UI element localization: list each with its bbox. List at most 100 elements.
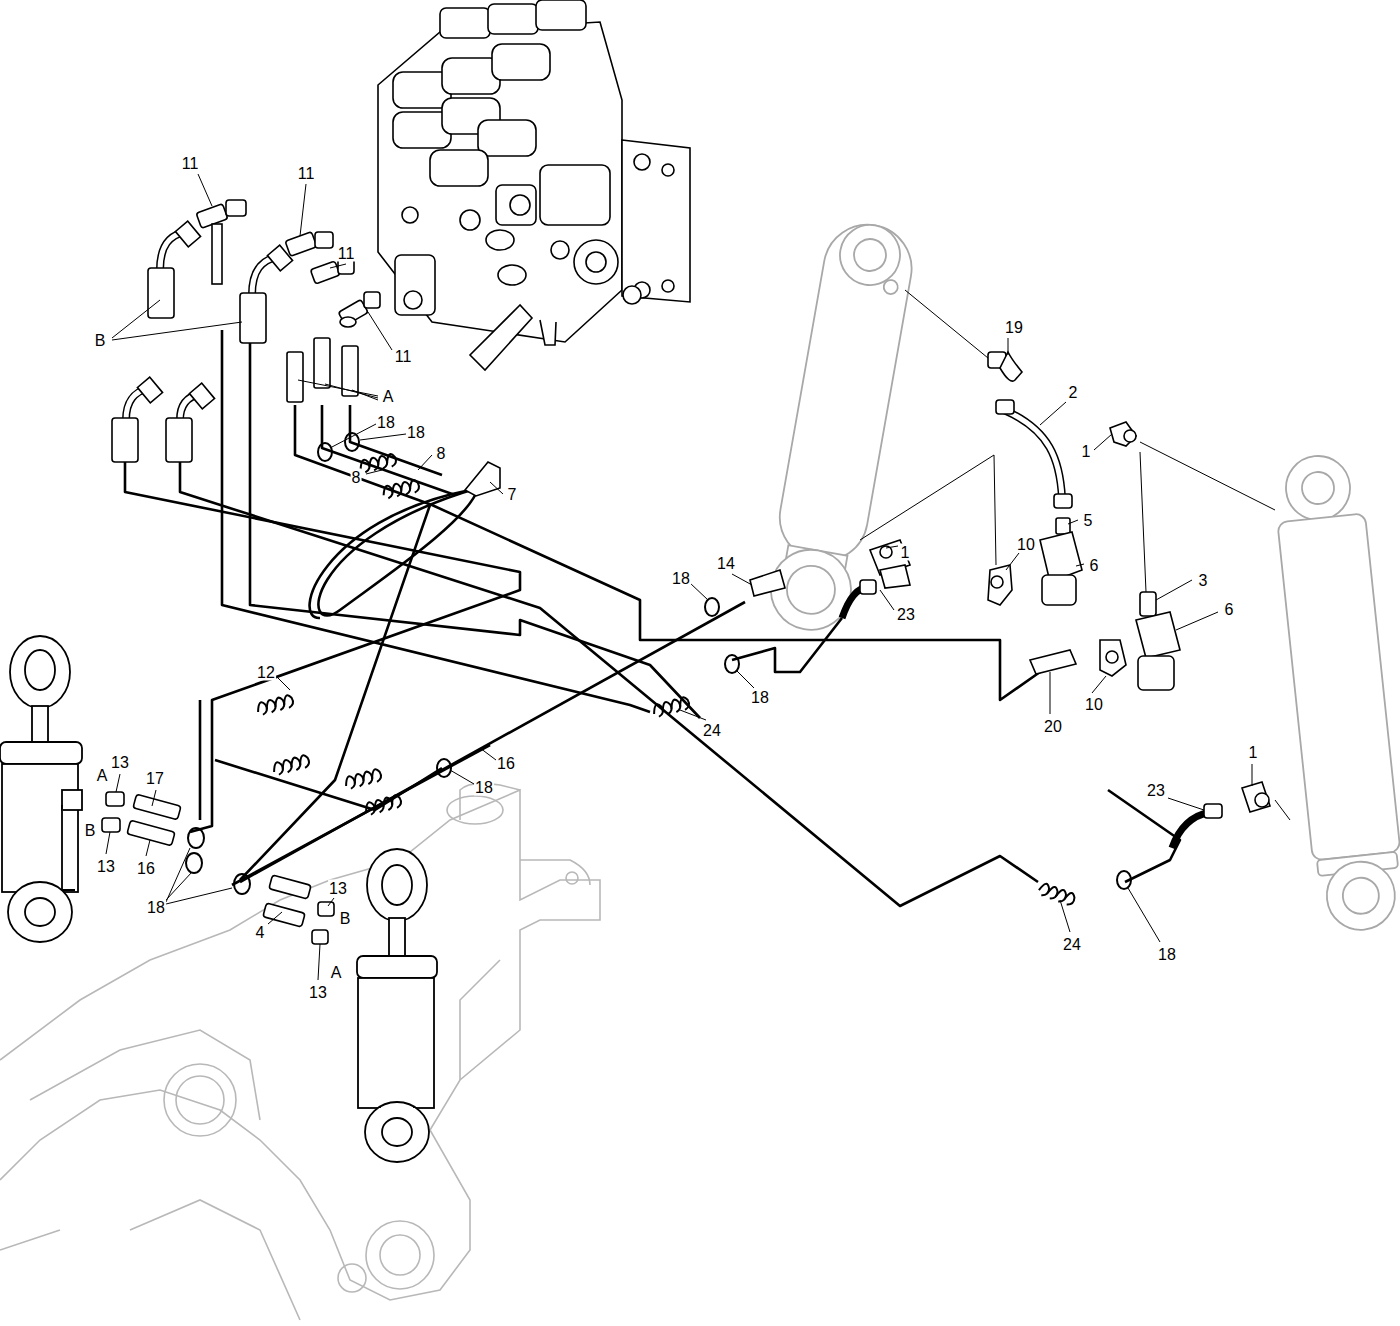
hose-fittings	[112, 200, 500, 496]
leader-lines-part	[680, 710, 706, 720]
callout-number: 24	[1062, 936, 1082, 953]
callout-number: 23	[1146, 782, 1166, 799]
hose-lines-part	[318, 488, 478, 616]
hose-rings-part	[188, 828, 204, 848]
cylinder-fittings-part	[318, 902, 334, 916]
callout-number: 23	[896, 606, 916, 623]
callout-number: 3	[1198, 572, 1209, 589]
callout-number: 1	[900, 544, 911, 561]
hose-fittings-part	[340, 317, 356, 327]
tilt-cylinder-middle-part	[389, 918, 405, 960]
lift-cylinder-right-part-part	[1323, 858, 1398, 933]
control-valve-part	[498, 265, 526, 285]
loader-frame-part	[566, 872, 578, 884]
cylinder-fittings-part	[1136, 612, 1180, 658]
callout-number: 19	[1004, 319, 1024, 336]
lift-cylinder-left-part	[761, 218, 919, 637]
tilt-cylinder-middle-part	[382, 865, 412, 905]
loader-frame-part	[164, 1064, 236, 1136]
loader-frame-part	[366, 1221, 434, 1289]
leader-lines-part	[1006, 553, 1019, 570]
leader-lines-part	[1275, 800, 1290, 820]
hose-rings-part	[234, 874, 250, 894]
tilt-cylinder-middle-part	[358, 978, 434, 1108]
hose-rings-part	[318, 443, 332, 461]
tilt-cylinder-middle-part	[382, 1118, 412, 1146]
leader-lines-part	[1050, 672, 1051, 714]
control-valve-part	[430, 150, 488, 186]
cylinder-fittings-part	[269, 875, 311, 899]
callout-number: 11	[181, 155, 200, 172]
hose-rings-part	[1117, 871, 1131, 889]
leader-lines-part	[736, 670, 754, 688]
hose-fittings-part	[342, 346, 358, 396]
cylinder-fittings-part	[1056, 518, 1070, 534]
loader-frame-part	[176, 1076, 224, 1124]
leader-lines-part	[994, 455, 996, 565]
cylinder-fittings-part	[860, 580, 876, 594]
leader-lines-part	[152, 790, 156, 806]
callout-number: 18	[750, 689, 770, 706]
callout-number: 4	[255, 924, 266, 941]
tilt-cylinder-middle-part	[367, 849, 427, 921]
leader-lines	[106, 174, 1290, 980]
leader-lines-part	[112, 322, 242, 340]
callout-number: 17	[145, 770, 165, 787]
leader-lines-part	[1168, 798, 1204, 810]
leader-lines-part	[106, 832, 110, 854]
loader-frame-part	[0, 1230, 60, 1250]
cylinder-fittings-part	[1004, 410, 1062, 498]
cylinder-fittings-part	[1000, 352, 1022, 381]
leader-lines-part	[298, 380, 378, 396]
hose-lines-part	[350, 405, 442, 475]
cylinder-fittings-part	[1204, 804, 1222, 818]
hose-rings	[186, 433, 1131, 894]
callout-number: 13	[96, 858, 116, 875]
leader-lines-part	[325, 384, 378, 398]
leader-lines-part	[1094, 434, 1112, 450]
hose-fittings-part	[212, 224, 222, 284]
lift-cylinder-right-part-part	[1277, 513, 1400, 860]
hose-lines-part	[222, 330, 650, 712]
hose-clamps-part	[344, 768, 382, 790]
callout-number: 6	[1224, 601, 1235, 618]
control-valve-part	[402, 207, 418, 223]
lift-cylinder-left	[761, 218, 919, 637]
hose-lines-part	[732, 618, 842, 672]
leader-lines-part	[1140, 452, 1146, 592]
leader-lines-part	[1040, 402, 1066, 425]
leader-lines-part	[1076, 564, 1084, 566]
callout-number: 18	[671, 570, 691, 587]
hose-fittings-part	[240, 293, 266, 343]
leader-lines-part	[268, 912, 282, 924]
hose-fittings-part	[148, 268, 174, 318]
control-valve-part	[551, 241, 569, 259]
cylinder-fittings-part	[988, 565, 1012, 605]
control-valve-part	[510, 195, 530, 215]
leader-lines-part	[112, 300, 160, 338]
callout-number: 13	[110, 754, 130, 771]
control-valve-part	[536, 0, 586, 30]
cylinder-fittings-part	[996, 400, 1014, 414]
callout-number: A	[382, 388, 395, 405]
control-valve-part	[478, 120, 536, 156]
hose-lines-part	[295, 405, 1040, 700]
loader-frame	[0, 783, 600, 1320]
hose-clamps-part	[652, 696, 690, 718]
tilt-cylinder-left-part	[10, 636, 70, 708]
callout-number: 13	[328, 880, 348, 897]
leader-lines-part	[1156, 580, 1192, 600]
callout-number: 1	[1248, 744, 1259, 761]
hose-fittings-part	[314, 338, 330, 388]
leader-lines-part	[318, 944, 320, 980]
hose-fittings-part	[364, 292, 380, 308]
leader-lines-part	[1068, 520, 1078, 524]
leader-lines-part	[450, 770, 474, 784]
cylinder-fittings-part	[1042, 575, 1076, 605]
callout-number: 11	[337, 245, 356, 262]
leader-lines-part	[886, 546, 898, 548]
control-valve	[378, 0, 690, 370]
leader-lines-part	[418, 455, 432, 470]
control-valve-part	[492, 44, 550, 80]
